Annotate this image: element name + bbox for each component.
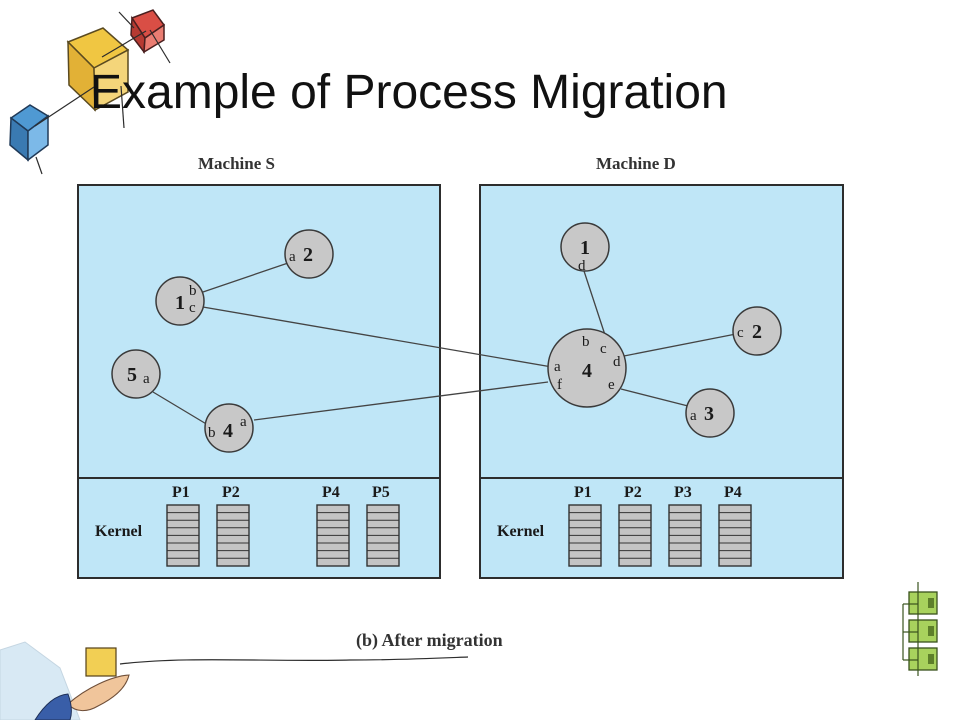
node-id: 2 [303, 244, 313, 266]
node-id: 4 [223, 420, 233, 442]
machine-s-label: Machine S [198, 154, 275, 173]
machine-s-node-4: b 4 a [204, 403, 254, 453]
port-label: a [240, 414, 247, 430]
process-queue [668, 504, 702, 567]
port-label: a [289, 249, 296, 265]
connection-line [583, 270, 607, 339]
machine-d-process-queues [568, 504, 752, 567]
machine-d-node-2: c 2 [732, 306, 782, 356]
machine-d-node-4: b c d a 4 f e [547, 328, 627, 408]
port-label: a [143, 371, 150, 387]
connection-line [620, 388, 689, 407]
port-label: f [557, 377, 562, 393]
machine-s-node-2: a 2 [284, 229, 334, 279]
port-label: a [554, 359, 561, 375]
connection-line [152, 391, 209, 426]
machine-d-node-3: a 3 [685, 388, 735, 438]
node-id: 5 [127, 364, 137, 386]
node-id: 3 [704, 403, 714, 425]
process-label: P1 [574, 484, 592, 501]
process-queue [316, 504, 350, 567]
connection-line [623, 333, 737, 357]
machine-d-panel [479, 184, 844, 579]
process-queue [366, 504, 400, 567]
machine-s-kernel-label: Kernel [95, 523, 143, 540]
process-queue [216, 504, 250, 567]
process-queue [166, 504, 200, 567]
port-label: c [600, 341, 607, 357]
machine-s-process-queues [166, 504, 400, 567]
port-label: b [208, 425, 216, 441]
machine-d-label: Machine D [596, 154, 676, 173]
port-label: a [690, 408, 697, 424]
node-id: 1 [175, 292, 185, 314]
port-label: d [613, 354, 621, 370]
node-id: 1 [580, 237, 590, 259]
machine-d-node-1: 1 d [560, 222, 610, 274]
port-label: e [608, 377, 615, 393]
process-queue [568, 504, 602, 567]
process-label: P1 [172, 484, 190, 501]
port-label: c [737, 325, 744, 341]
connection-lines [152, 261, 737, 426]
page-title: Example of Process Migration [90, 66, 728, 119]
process-label: P3 [674, 484, 692, 501]
port-label: b [189, 283, 197, 299]
machine-d-kernel-label: Kernel [497, 523, 545, 540]
port-label: c [189, 300, 196, 316]
process-queue [618, 504, 652, 567]
machine-s-node-1: 1 b c [155, 276, 205, 326]
connection-line [253, 381, 549, 421]
figure-caption: (b) After migration [356, 630, 503, 650]
process-label: P2 [624, 484, 642, 501]
process-label: P5 [372, 484, 390, 501]
port-label: d [578, 258, 586, 274]
port-label: b [582, 334, 590, 350]
process-label: P4 [322, 484, 340, 501]
connection-line [196, 305, 553, 368]
node-id: 2 [752, 321, 762, 343]
process-label: P4 [724, 484, 742, 501]
node-id: 4 [582, 360, 592, 382]
process-queue [718, 504, 752, 567]
process-label: P2 [222, 484, 240, 501]
connection-line [202, 261, 292, 293]
machine-s-node-5: 5 a [111, 349, 161, 399]
